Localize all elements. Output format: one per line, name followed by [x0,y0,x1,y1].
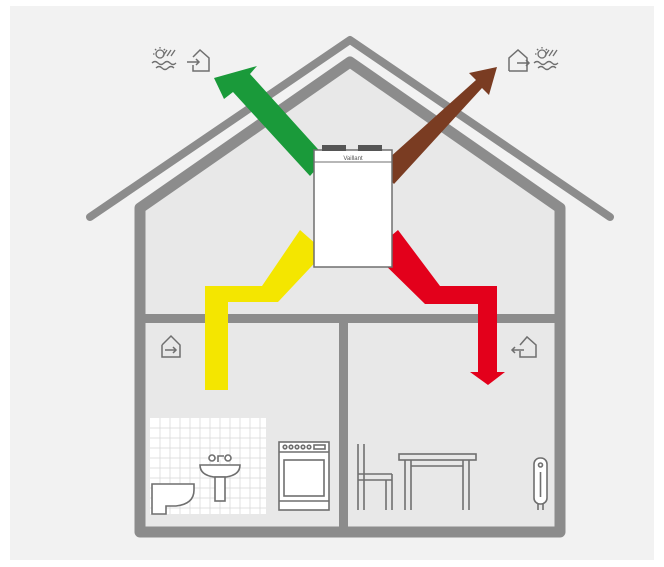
house-outflow-icon [510,335,537,358]
flow-exhaust-air [378,67,497,184]
floor-divider [140,314,560,323]
flow-supply-air [205,230,325,390]
radiator-icon [533,457,548,510]
flow-extract-air [372,230,505,385]
table-icon [398,453,477,510]
house-outflow-icon [508,48,531,72]
house-inflow-icon [187,48,210,72]
stove-icon [278,441,330,511]
chair-icon [357,444,393,510]
ventilation-unit: Vaillant [313,145,393,268]
house-body [134,56,566,538]
room-wall [339,318,348,530]
outdoor-weather-icon [151,47,177,71]
washbasin-icon [199,454,241,502]
toilet-icon [151,483,195,515]
outdoor-weather-icon [533,47,559,71]
flow-outdoor-air-intake [214,66,326,176]
roof-outline [86,36,614,221]
house-inflow-icon [161,334,181,358]
unit-brand-label: Vaillant [343,156,363,162]
